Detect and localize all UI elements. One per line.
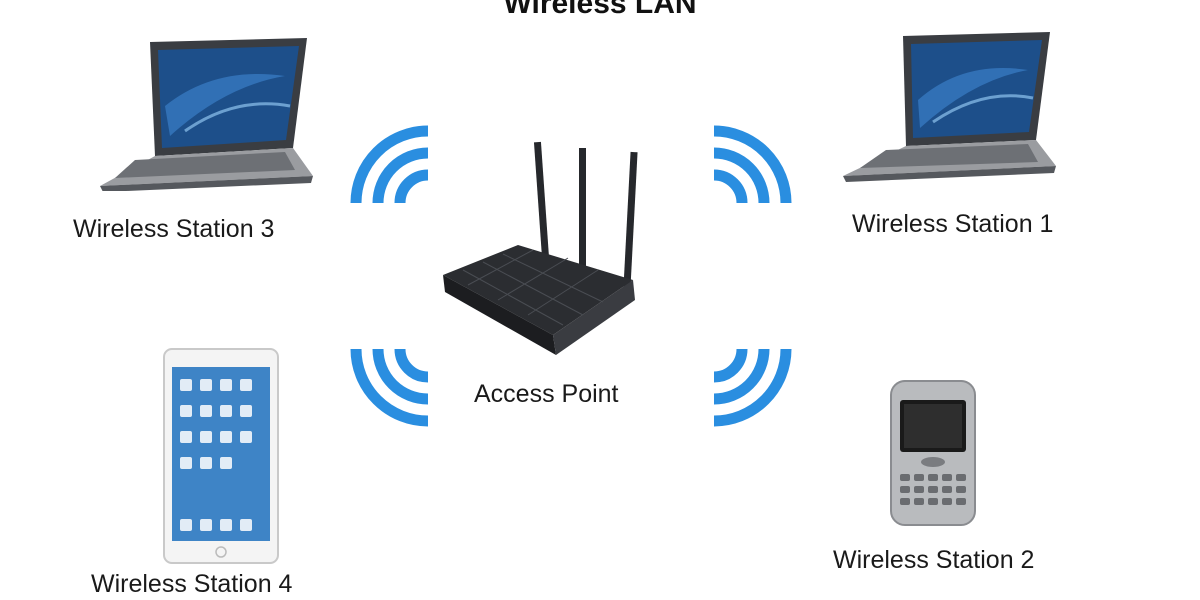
wireless-router-icon [438,140,658,360]
station-4-label: Wireless Station 4 [91,570,293,598]
laptop-icon-station-1 [838,30,1058,185]
laptop-icon-station-3 [95,36,315,191]
wifi-signal-icon-bottom-left [350,345,432,427]
station-3-label: Wireless Station 3 [73,215,275,243]
access-point-label: Access Point [474,380,619,408]
smartphone-icon-station-2 [888,378,978,528]
station-2-label: Wireless Station 2 [833,546,1035,574]
wifi-signal-icon-bottom-right [710,345,792,427]
wifi-signal-icon-top-right [710,125,792,207]
station-1-label: Wireless Station 1 [852,210,1054,238]
wifi-signal-icon-top-left [350,125,432,207]
diagram-title: Wireless LAN [503,0,697,20]
tablet-icon-station-4 [162,347,282,567]
